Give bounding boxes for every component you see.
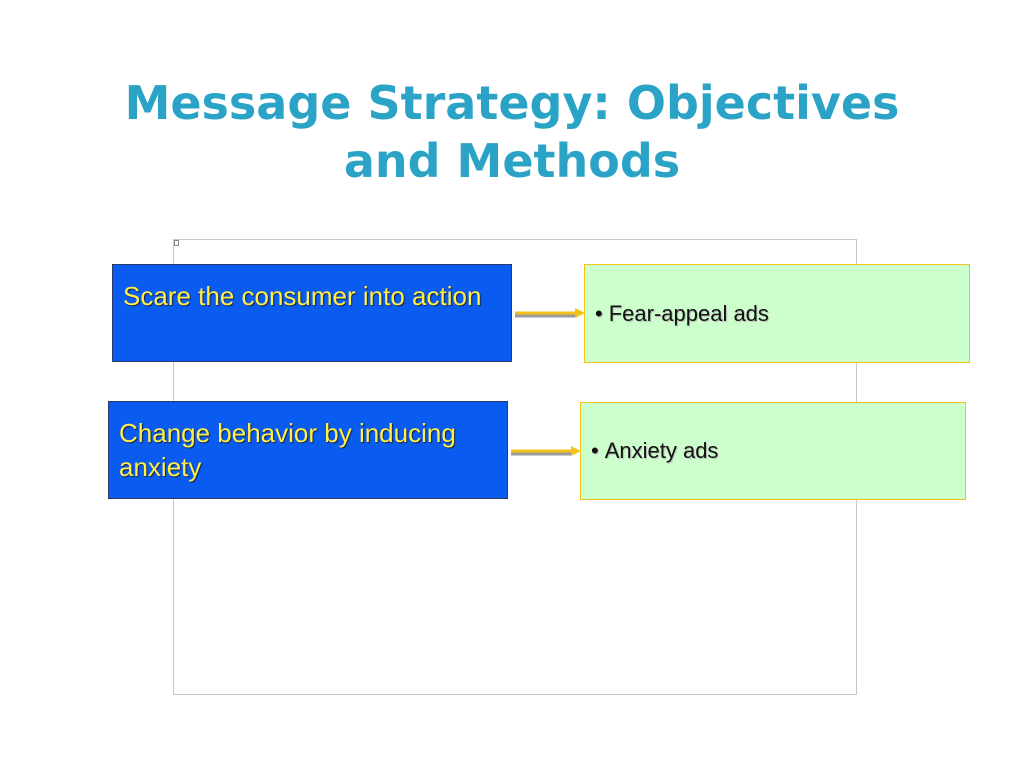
objective-box-1: Scare the consumer into action <box>112 264 512 362</box>
bullet-icon: • <box>591 438 599 463</box>
right-arrow-icon <box>511 446 581 456</box>
slide-title-line-1: Message Strategy: Objectives <box>124 76 900 130</box>
method-box-1: • Fear-appeal ads <box>584 264 970 363</box>
bullet-icon: • <box>595 300 603 326</box>
method-text-2: Anxiety ads <box>604 438 719 463</box>
objective-text-2: Change behavior by inducing anxiety <box>119 418 456 482</box>
right-arrow-icon <box>515 308 585 318</box>
method-box-2: • Anxiety ads <box>580 402 966 500</box>
method-text-1: Fear-appeal ads <box>608 300 769 326</box>
slide-title: Message Strategy: Objectives and Methods <box>40 74 984 190</box>
objective-box-2: Change behavior by inducing anxiety <box>108 401 508 499</box>
embedded-object-icon <box>174 240 179 246</box>
objective-text-1: Scare the consumer into action <box>123 281 482 311</box>
slide-title-line-2: and Methods <box>343 134 681 188</box>
